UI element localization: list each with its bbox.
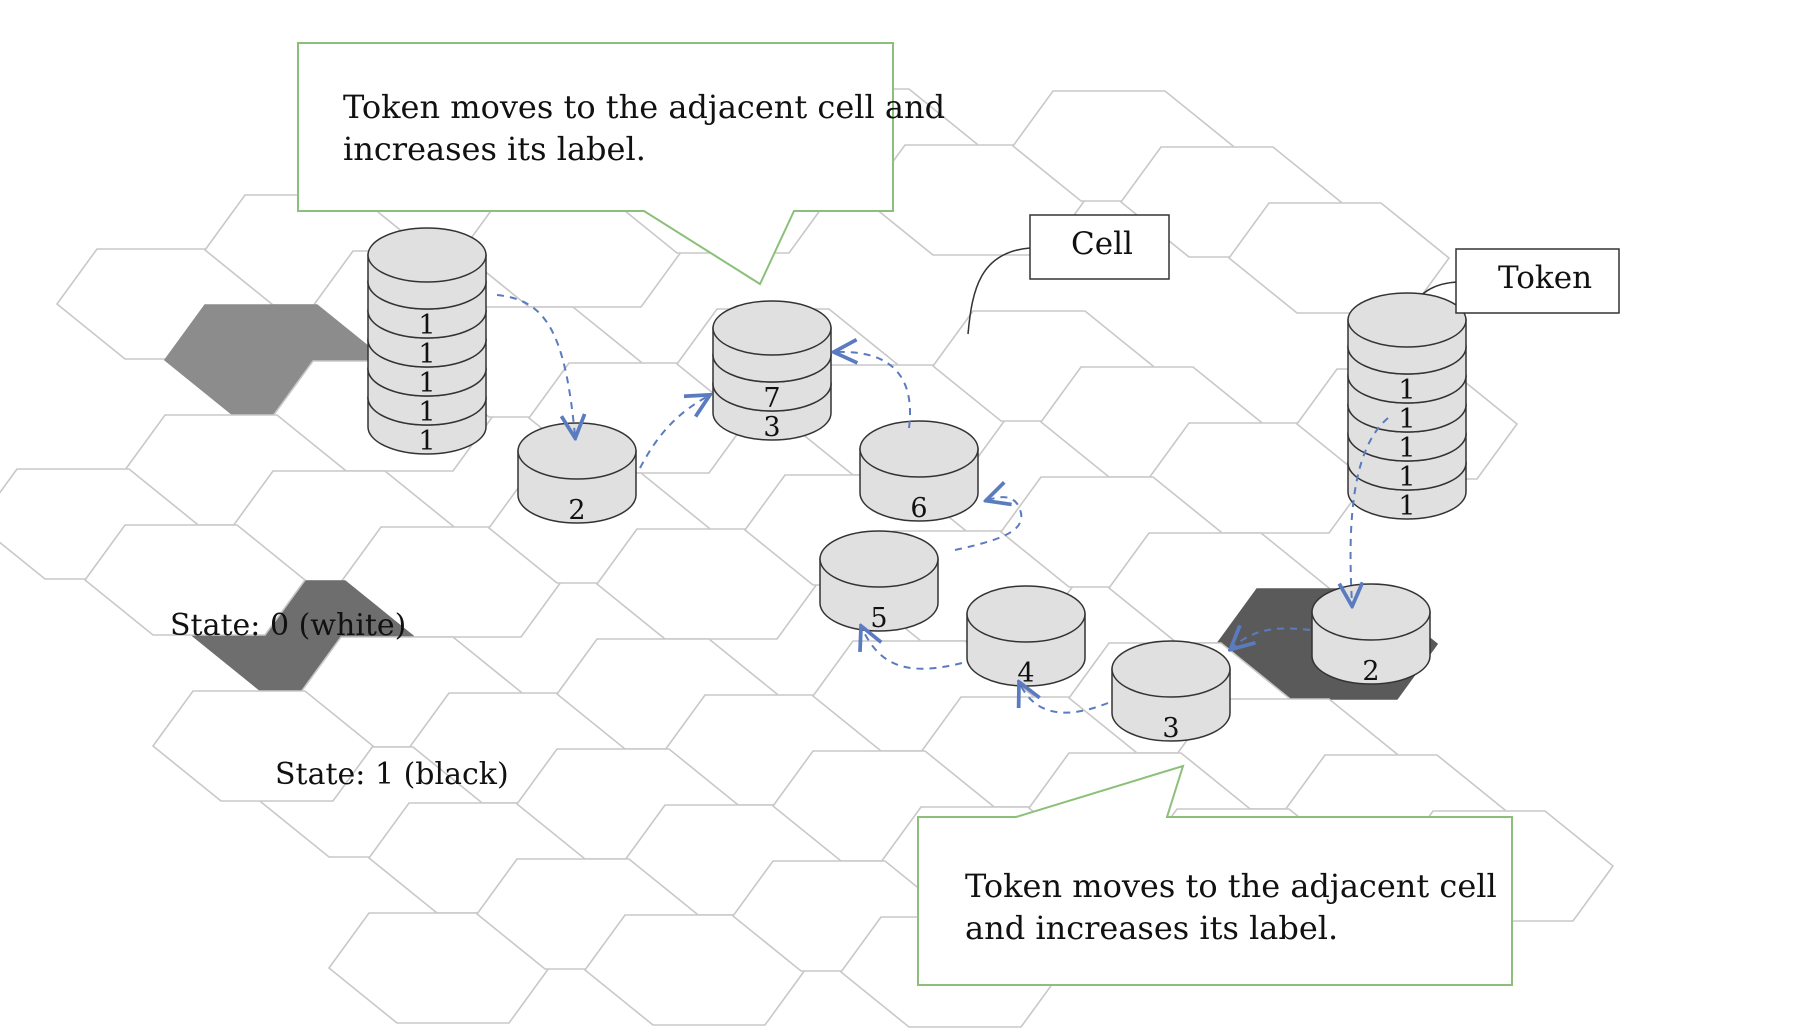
- movement-arrows: [496, 294, 1389, 714]
- hex-cell: [1227, 202, 1451, 314]
- token-6: 6: [859, 420, 979, 524]
- token-3-top: [1111, 640, 1231, 698]
- stack-left-cap-top: [367, 227, 487, 283]
- arrow-token-6-to-center-stack: [836, 352, 911, 429]
- callout-top-text: Token moves to the adjacent cell and inc…: [343, 86, 945, 170]
- stack-right-cap-top: [1347, 292, 1467, 348]
- token-tag-label: Token: [1498, 260, 1593, 296]
- token-4-label: 4: [1017, 658, 1034, 689]
- stack-left-disc-label: 1: [418, 339, 435, 370]
- arrow-right-stack-to-token-2: [1351, 417, 1389, 604]
- token-3-label: 3: [1162, 713, 1179, 744]
- stack-right-disc-label: 1: [1398, 404, 1415, 435]
- token-4-top: [966, 585, 1086, 643]
- token-2-right-top: [1311, 583, 1431, 641]
- token-4: 4: [966, 585, 1086, 689]
- state-black-label: State: 1 (black): [275, 757, 509, 792]
- cell-tag-box: [1029, 214, 1170, 280]
- callout-bottom-text: Token moves to the adjacent cell and inc…: [965, 865, 1497, 949]
- arrow-token-4-to-token-5: [862, 628, 963, 670]
- stack-left-disc-label: 1: [418, 368, 435, 399]
- token-2-left: 2: [517, 422, 637, 526]
- stack-center-disc-label: 7: [763, 383, 780, 414]
- stack-center-cap-top: [712, 300, 832, 356]
- state-white-label: State: 0 (white): [170, 608, 407, 643]
- cell-tag-label: Cell: [1071, 226, 1133, 262]
- callout-top-box: [297, 42, 894, 286]
- stack-center: 37: [712, 300, 832, 443]
- token-5-top: [819, 530, 939, 588]
- token-6-label: 6: [910, 493, 927, 524]
- token-6-top: [859, 420, 979, 478]
- token-tag-box: [1455, 248, 1620, 314]
- token-5: 5: [819, 530, 939, 634]
- token-2-left-label: 2: [568, 495, 585, 526]
- stack-right-disc-label: 1: [1398, 491, 1415, 522]
- hex-cell: [151, 690, 375, 802]
- token-5-label: 5: [870, 603, 887, 634]
- hex-cell: [83, 524, 307, 636]
- token-2-right: 2: [1311, 583, 1431, 687]
- stack-left-disc-label: 1: [418, 426, 435, 457]
- callout-bottom-line-2: and increases its label.: [965, 909, 1339, 947]
- stack-right-disc-label: 1: [1398, 375, 1415, 406]
- token-2-left-top: [517, 422, 637, 480]
- callout-top-line-2: increases its label.: [343, 130, 646, 168]
- stack-right-disc-label: 1: [1398, 462, 1415, 493]
- arrow-token-3-to-token-4: [1020, 684, 1109, 714]
- cell-leader-line: [967, 247, 1031, 335]
- stack-left-disc-label: 1: [418, 310, 435, 341]
- callout-top-line-1: Token moves to the adjacent cell and: [343, 88, 946, 126]
- callout-bottom-line-1: Token moves to the adjacent cell: [965, 867, 1497, 905]
- stack-center-disc-label: 3: [763, 412, 780, 443]
- stack-left-disc-label: 1: [418, 397, 435, 428]
- callout-bottom-box: [917, 764, 1513, 986]
- token-3: 3: [1111, 640, 1231, 744]
- arrow-token-2-to-center-stack: [639, 396, 708, 469]
- stack-right-disc-label: 1: [1398, 433, 1415, 464]
- arrow-left-stack-to-token-2: [496, 294, 575, 436]
- token-2-right-label: 2: [1362, 656, 1379, 687]
